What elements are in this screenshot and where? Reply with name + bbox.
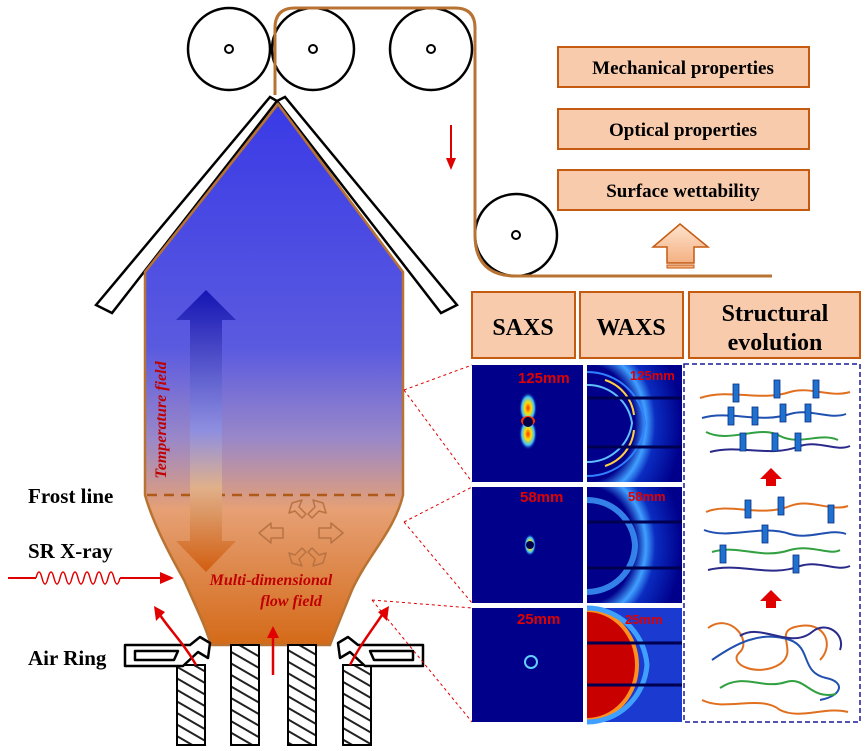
saxs-pattern-125mm: 125mm — [472, 365, 583, 482]
roller-axle-icon — [511, 230, 521, 240]
saxs-header-box — [471, 291, 576, 359]
property-boxes: Mechanical properties Optical properties… — [557, 46, 810, 211]
saxs-125mm-label: 125mm — [518, 370, 570, 387]
lamella-blocks-middle — [719, 496, 835, 574]
optical-properties-label: Optical properties — [609, 120, 757, 141]
frost-line-label: Frost line — [28, 484, 113, 508]
air-ring-label: Air Ring — [28, 646, 107, 670]
saxs-58mm-label: 58mm — [520, 489, 563, 506]
surface-wettability-box — [557, 169, 810, 211]
film-direction-arrow — [446, 125, 456, 170]
film-path — [273, 6, 772, 278]
column-headers: SAXS WAXS Structural evolution — [471, 291, 861, 359]
saxs-pattern-58mm: 58mm — [472, 487, 583, 603]
structure-bottom-icon — [701, 622, 849, 715]
roller-axle-icon — [308, 44, 318, 54]
waxs-header-label: WAXS — [596, 315, 665, 341]
saxs-header-label: SAXS — [492, 315, 553, 341]
mechanical-properties-box — [557, 46, 810, 88]
air-flow-arrowheads — [154, 606, 389, 638]
die-block — [176, 644, 372, 746]
air-ring — [123, 635, 425, 668]
saxs-pattern-25mm: 25mm — [472, 608, 583, 722]
waxs-header-box — [579, 291, 684, 359]
mechanical-properties-label: Mechanical properties — [592, 58, 774, 79]
connector-lines — [371, 364, 473, 723]
film-bubble — [143, 101, 405, 647]
flow-field-label-line1: Multi-dimensional — [209, 572, 333, 589]
sr-xray-label: SR X-ray — [28, 539, 113, 563]
structural-header-line1: Structural — [722, 301, 829, 327]
flow-field-label-line2: flow field — [260, 593, 323, 610]
waxs-25mm-label: 25mm — [625, 612, 663, 627]
roller-axle-icon — [426, 44, 436, 54]
up-arrow-icon — [650, 223, 711, 269]
xray-beam-icon — [8, 571, 174, 585]
structural-evolution-panel — [683, 363, 861, 723]
evolution-up-arrow-icon — [760, 590, 782, 608]
multidirection-arrows-icon — [258, 499, 344, 567]
lamella-blocks-top — [727, 379, 820, 452]
waxs-58mm-label: 58mm — [628, 489, 666, 504]
roller-axle-icon — [224, 44, 234, 54]
waxs-pattern-25mm: 25mm — [586, 605, 682, 725]
waxs-125mm-label: 125mm — [630, 368, 675, 383]
rollers — [186, 6, 559, 278]
collapsing-frame — [94, 95, 459, 315]
saxs-25mm-label: 25mm — [517, 611, 560, 628]
waxs-pattern-125mm: 125mm — [586, 365, 682, 482]
optical-properties-box — [557, 108, 810, 150]
air-flow-arrows — [158, 614, 384, 675]
structural-header-box — [688, 291, 861, 359]
temperature-field-label: Temperature field — [153, 360, 170, 478]
evolution-up-arrow-icon — [760, 468, 782, 486]
surface-wettability-label: Surface wettability — [606, 181, 760, 202]
waxs-pattern-58mm: 58mm — [586, 487, 682, 603]
temperature-field-arrow — [176, 290, 236, 572]
structural-header-line2: evolution — [728, 330, 823, 356]
